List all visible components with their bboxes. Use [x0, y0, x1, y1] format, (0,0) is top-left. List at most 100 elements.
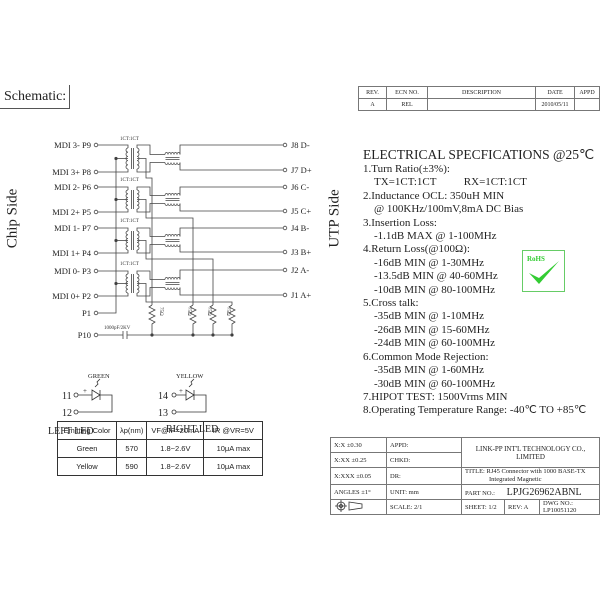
schematic-heading: Schematic:: [0, 85, 70, 109]
common-mode-choke: [164, 287, 181, 290]
transformer-ratio: 1CT:1CT: [120, 178, 139, 183]
choke-core: [165, 198, 180, 201]
header-cell: λp(nm): [115, 421, 148, 440]
cell: Green: [57, 439, 117, 458]
pin-label: MDI 3- P9: [54, 140, 91, 150]
pin-label: MDI 1+ P4: [52, 248, 92, 258]
choke-core: [165, 157, 180, 160]
cell: Yellow: [57, 457, 117, 476]
pin-label: MDI 2- P6: [54, 182, 91, 192]
wire: [136, 186, 165, 196]
wire: [179, 186, 283, 196]
pin-terminal: [282, 225, 288, 231]
rev-value: A: [523, 503, 529, 511]
cell: 1.8~2.6V: [146, 439, 205, 458]
specs-title: ELECTRICAL SPECFICATIONS @25℃: [363, 147, 595, 162]
pin-terminal: [93, 142, 99, 148]
green-led-symbol: [78, 389, 113, 413]
title-block: X:X ±0.30 APPD: LINK-PP INT'L TECHNOLOGY…: [330, 437, 600, 515]
unit-value: mm: [408, 488, 419, 496]
pin-label: MDI 1- P7: [54, 223, 91, 233]
pin-terminal: [93, 268, 99, 274]
part-label: PART NO.:: [465, 489, 495, 497]
capacitor-label: 1000pF/2KV: [104, 326, 131, 331]
sheet-field: SHEET: 1/2: [461, 499, 505, 515]
spec-line: -24dB MIN @ 60-100MHz: [374, 337, 496, 350]
wire: [136, 144, 165, 155]
led-pin: 12: [62, 408, 72, 419]
resistor-75-ohm: [209, 304, 217, 335]
wire: [98, 270, 129, 274]
table-header-row: Emitting Color λp(nm) VF@IF=20mA IR @VR=…: [57, 421, 264, 440]
led-pin: 11: [62, 391, 72, 402]
title-field: TITLE: RJ45 Connector with 1000 BASE-TX …: [461, 467, 600, 485]
part-field: PART NO.: LPJG26962ABNL: [461, 484, 600, 500]
pin-terminal: [93, 209, 99, 215]
spec-line: -10dB MIN @ 80-100MHz: [374, 283, 496, 296]
choke-core: [165, 239, 180, 242]
wire: [136, 162, 165, 173]
capacitor-line: [98, 331, 232, 339]
wire: [98, 186, 129, 190]
cell: 10μA max: [203, 439, 264, 458]
pin-terminal: [282, 184, 288, 190]
tolerance: X:XXX ±0.05: [330, 467, 387, 485]
wire: [179, 227, 283, 237]
spec-line: 4.Return Loss(@100Ω):: [363, 243, 470, 256]
unit-field: UNIT: mm: [386, 484, 462, 500]
pin-terminal: [93, 293, 99, 299]
table-row: A REL 2010/05/11: [358, 98, 600, 111]
wire: [98, 209, 129, 213]
transformer-core: [131, 274, 134, 293]
wire: [136, 244, 165, 254]
wire: [137, 283, 233, 305]
pin-terminal: [93, 250, 99, 256]
company-name: LINK-PP INT'L TECHNOLOGY CO., LIMITED: [461, 437, 600, 468]
wire: [179, 144, 283, 155]
unit-label: UNIT:: [390, 488, 408, 496]
pin-label: J3 B+: [291, 247, 311, 257]
plus-sign: +: [83, 387, 87, 395]
table-header-row: REV. ECN NO. DESCRIPTION DATE APPD: [358, 86, 600, 99]
spec-line: TX=1CT:1CT RX=1CT:1CT: [374, 176, 527, 189]
wire: [98, 169, 129, 173]
spec-line: 6.Common Mode Rejection:: [363, 350, 489, 363]
cell: 1.8~2.6V: [146, 457, 205, 476]
table-row: Green 570 1.8~2.6V 10μA max: [57, 439, 264, 458]
dwg-field: DWG NO.: LP10051120: [539, 499, 600, 515]
cell: 2010/05/11: [535, 98, 575, 111]
header-cell: Emitting Color: [57, 421, 117, 440]
transformer-ratio: 1CT:1CT: [120, 137, 139, 142]
common-mode-choke: [164, 234, 181, 237]
scale-field: SCALE: 2/1: [386, 499, 462, 515]
pin-terminal: [73, 409, 79, 415]
pin-terminal: [73, 392, 79, 398]
cell: 570: [115, 439, 148, 458]
yellow-led-symbol: [176, 389, 207, 413]
header-cell: IR @VR=5V: [203, 421, 264, 440]
cell: REL: [386, 98, 428, 111]
spec-line: -35dB MIN @ 1-60MHz: [374, 364, 485, 377]
tolerance: X:XX ±0.25: [330, 452, 387, 468]
pin-label: J2 A-: [291, 265, 309, 275]
pin-terminal: [93, 169, 99, 175]
wire: [136, 270, 165, 280]
spec-line: -16dB MIN @ 1-30MHz: [374, 256, 485, 269]
cell: 590: [115, 457, 148, 476]
pin-terminal: [282, 167, 288, 173]
spec-line: @ 100KHz/100mV,8mA DC Bias: [374, 203, 524, 216]
plus-sign: +: [179, 387, 183, 395]
wire: [137, 240, 214, 305]
pin-terminal: [282, 142, 288, 148]
header-cell: REV.: [358, 86, 387, 99]
pin-terminal: [282, 249, 288, 255]
revision-table: REV. ECN NO. DESCRIPTION DATE APPD A REL…: [358, 86, 600, 111]
spec-line: 2.Inductance OCL: 350uH MIN: [363, 189, 505, 202]
wire: [136, 287, 165, 297]
appd-field: APPD:: [386, 437, 462, 453]
pin-label: J6 C-: [291, 182, 309, 192]
spec-line: 3.Insertion Loss:: [363, 216, 437, 229]
rohs-check-icon: RoHS: [527, 255, 559, 284]
spec-line: -13.5dB MIN @ 40-60MHz: [374, 270, 498, 283]
header-cell: APPD: [574, 86, 600, 99]
